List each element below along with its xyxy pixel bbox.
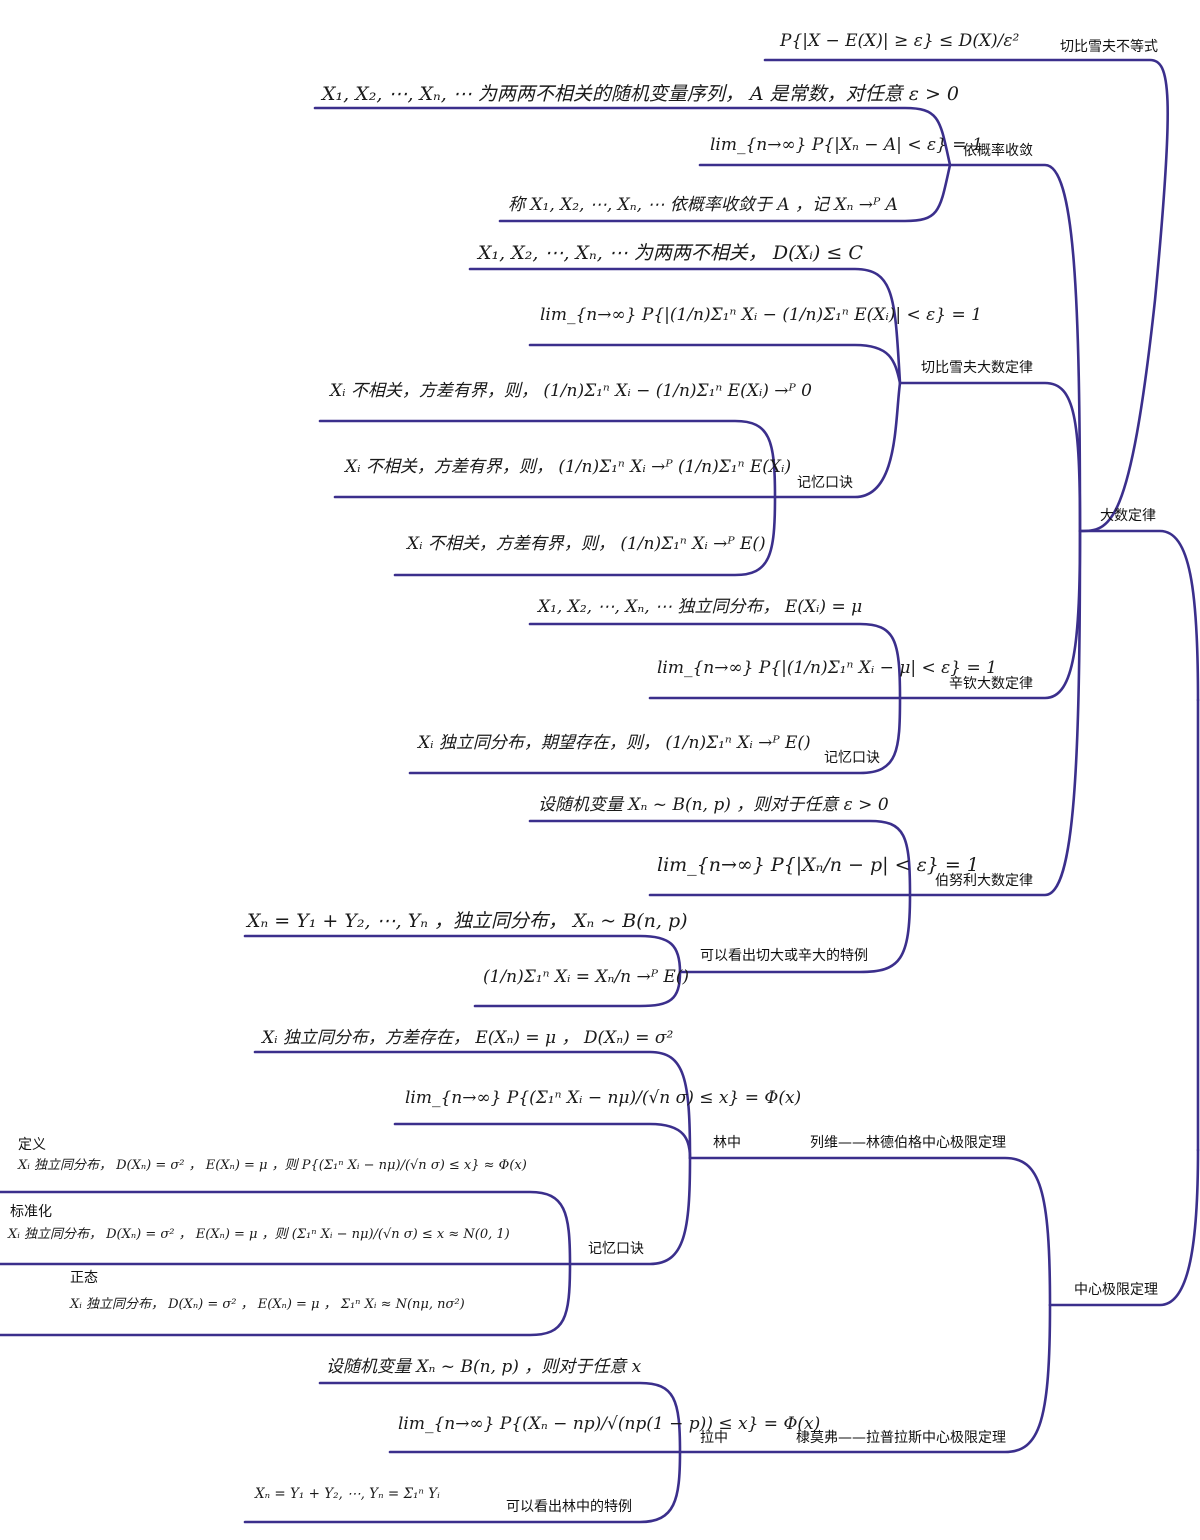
formula-chebyshev-inequality: P{|X − E(X)| ≥ ε} ≤ D(X)/ε² <box>780 31 1020 51</box>
formula-conv-limit: lim_{n→∞} P{|Xₙ − A| < ε} = 1 <box>710 135 983 155</box>
line-cheb-law <box>898 381 1082 533</box>
line-dimo <box>678 1303 1052 1454</box>
node-bernoulli-special-case: 可以看出切大或辛大的特例 <box>700 948 868 964</box>
formula-cheb-mnemonic-1: Xᵢ 不相关，方差有界，则， (1/n)Σ₁ⁿ Xᵢ →ᴾ (1/n)Σ₁ⁿ E… <box>345 457 792 477</box>
formula-cheb-result: Xᵢ 不相关，方差有界，则， (1/n)Σ₁ⁿ Xᵢ − (1/n)Σ₁ⁿ E(… <box>330 381 812 401</box>
line-cheb-1 <box>468 267 902 385</box>
line-cheb-mem-a <box>318 419 777 499</box>
line-bern <box>908 529 1082 897</box>
root-line-zhongxin <box>1048 1148 1200 1307</box>
line-conv-1 <box>313 106 952 167</box>
line-conv <box>948 163 1082 533</box>
line-cheb-3 <box>773 381 902 499</box>
line-cheb-mem-c <box>393 495 777 577</box>
formula-dml-premise: 设随机变量 Xₙ ~ B(n, p) ，则对于任意 x <box>326 1357 642 1377</box>
formula-khin-mnemonic: Xᵢ 独立同分布，期望存在，则， (1/n)Σ₁ⁿ Xᵢ →ᴾ E() <box>418 733 811 753</box>
node-chebyshev-law: 切比雪夫大数定律 <box>921 360 1033 376</box>
formula-khin-premise: X₁, X₂, ⋯, Xₙ, ⋯ 独立同分布， E(Xᵢ) = μ <box>538 597 863 617</box>
line-dml-1 <box>318 1381 682 1454</box>
formula-khin-limit: lim_{n→∞} P{|(1/n)Σ₁ⁿ Xᵢ − μ| < ε} = 1 <box>657 658 997 678</box>
node-khinchin-mnemonic: 记忆口诀 <box>824 750 880 766</box>
formula-bern-decomposition: Xₙ = Y₁ + Y₂, ⋯, Yₙ ，独立同分布， Xₙ ~ B(n, p) <box>247 910 688 932</box>
line-bern-3 <box>678 893 912 974</box>
node-dashudinglv: 大数定律 <box>1100 508 1156 524</box>
line-lind-def <box>0 1190 572 1266</box>
line-bern-1 <box>528 819 912 897</box>
formula-lind-standardization: Xᵢ 独立同分布， D(Xₙ) = σ² ， E(Xₙ) = μ ，则 (Σ₁ⁿ… <box>8 1227 510 1242</box>
node-normal: 正态 <box>70 1270 98 1286</box>
node-standardization: 标准化 <box>10 1204 52 1220</box>
formula-cheb-premise: X₁, X₂, ⋯, Xₙ, ⋯ 为两两不相关， D(Xᵢ) ≤ C <box>478 242 863 264</box>
line-lind-1 <box>253 1050 692 1160</box>
formula-bern-limit: lim_{n→∞} P{|Xₙ/n − p| < ε} = 1 <box>657 854 979 876</box>
formula-cheb-mnemonic-2: Xᵢ 不相关，方差有界，则， (1/n)Σ₁ⁿ Xᵢ →ᴾ E() <box>407 534 766 554</box>
formula-lind-premise: Xᵢ 独立同分布，方差存在， E(Xₙ) = μ ， D(Xₙ) = σ² <box>262 1028 674 1048</box>
node-convergence-in-probability: 依概率收敛 <box>963 143 1033 159</box>
node-bernoulli-law: 伯努利大数定律 <box>935 873 1033 889</box>
line-lind-mem <box>568 1156 692 1266</box>
formula-lind-normal: Xᵢ 独立同分布， D(Xₙ) = σ² ， E(Xₙ) = μ ， Σ₁ⁿ X… <box>70 1297 465 1312</box>
formula-conv-premise: X₁, X₂, ⋯, Xₙ, ⋯ 为两两不相关的随机变量序列， A 是常数，对任… <box>322 83 959 105</box>
formula-bern-premise: 设随机变量 Xₙ ~ B(n, p) ，则对于任意 ε > 0 <box>538 795 889 815</box>
line-lind-norm <box>0 1262 572 1337</box>
node-dml-special-case: 可以看出林中的特例 <box>506 1499 632 1515</box>
node-khinchin-law: 辛钦大数定律 <box>949 676 1033 692</box>
line-cheb-2 <box>528 343 902 385</box>
node-chebyshev-mnemonic: 记忆口诀 <box>797 475 853 491</box>
line-bern-3b <box>473 970 682 1008</box>
node-chebyshev-inequality: 切比雪夫不等式 <box>1060 39 1158 55</box>
line-lind-2 <box>393 1122 692 1160</box>
root-line-dashu <box>1078 529 1200 702</box>
formula-dml-limit: lim_{n→∞} P{(Xₙ − np)/√(np(1 − p)) ≤ x} … <box>398 1414 821 1434</box>
line-chebyshev-ineq <box>763 58 1169 533</box>
formula-lind-limit: lim_{n→∞} P{(Σ₁ⁿ Xᵢ − nμ)/(√n σ) ≤ x} = … <box>405 1088 802 1108</box>
formula-dml-decomposition: Xₙ = Y₁ + Y₂, ⋯, Yₙ = Σ₁ⁿ Yᵢ <box>255 1486 440 1502</box>
node-de-moivre-laplace: 棣莫弗——拉普拉斯中心极限定理 <box>796 1430 1006 1446</box>
line-khin-1 <box>528 622 902 700</box>
node-definition: 定义 <box>18 1137 46 1153</box>
node-linzhong: 林中 <box>713 1135 741 1151</box>
line-conv-3 <box>498 163 952 223</box>
formula-lind-definition: Xᵢ 独立同分布， D(Xₙ) = σ² ， E(Xₙ) = μ ，则 P{(Σ… <box>18 1158 527 1173</box>
node-lindeberg-mnemonic: 记忆口诀 <box>588 1241 644 1257</box>
formula-conv-notation: 称 X₁, X₂, ⋯, Xₙ, ⋯ 依概率收敛于 A ，记 Xₙ →ᴾ A <box>508 195 898 215</box>
node-levy-lindeberg: 列维——林德伯格中心极限定理 <box>810 1135 1006 1151</box>
line-khin-3 <box>408 696 902 775</box>
formula-cheb-limit: lim_{n→∞} P{|(1/n)Σ₁ⁿ Xᵢ − (1/n)Σ₁ⁿ E(Xᵢ… <box>540 305 982 325</box>
line-liewei <box>688 1156 1052 1307</box>
node-lazhong: 拉中 <box>700 1430 728 1446</box>
line-dml-3 <box>243 1450 682 1524</box>
node-zhongxinjixian: 中心极限定理 <box>1074 1282 1158 1298</box>
formula-bern-mean: (1/n)Σ₁ⁿ Xᵢ = Xₙ/n →ᴾ E() <box>483 967 690 987</box>
line-bern-3a <box>243 934 682 974</box>
